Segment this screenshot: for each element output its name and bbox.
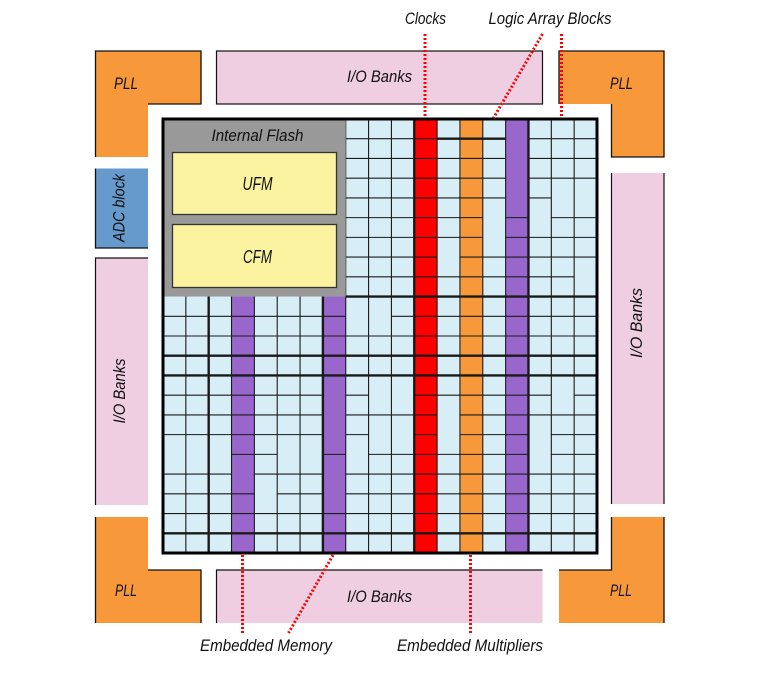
io-bank-bottom-label: I/O Banks [347, 587, 412, 606]
core-border [161, 117, 599, 555]
pll-bottom-right: PLL [559, 517, 665, 623]
pll-top-left-outline [94, 50, 202, 157]
callout-embedded-memory: Embedded Memory [200, 554, 335, 655]
callout-logic-array-blocks: Logic Array Blocks [489, 9, 612, 119]
io-bank-left: I/O Banks [94, 257, 148, 505]
io-bank-bottom: I/O Banks [215, 569, 543, 623]
io-bank-right-outline [610, 173, 665, 504]
internal-flash-label: Internal Flash [212, 126, 304, 145]
io-bank-left-shape [95, 258, 148, 505]
adc-block-outline [94, 168, 148, 249]
io-bank-top-label: I/O Banks [347, 67, 412, 86]
pll-bottom-left-outline [94, 517, 202, 623]
pll-top-right: PLL [558, 50, 665, 158]
io-bank-right: I/O Banks [610, 173, 665, 504]
ufm-block-shape [171, 151, 338, 216]
cfm-label: CFM [243, 247, 272, 267]
io-bank-right-label: I/O Banks [627, 288, 646, 358]
logic-array-blocks-label: Logic Array Blocks [489, 9, 612, 28]
clocks-label: Clocks [405, 9, 446, 28]
pll-top-right-label: PLL [610, 74, 633, 93]
pll-bottom-left-label: PLL [115, 581, 137, 600]
pll-bottom-right-label: PLL [610, 581, 632, 600]
io-bank-top-shape [215, 50, 544, 105]
memory-column [231, 296, 255, 553]
pll-top-left: PLL [94, 50, 202, 157]
memory-column [322, 296, 346, 553]
embedded-memory-label: Embedded Memory [200, 636, 333, 655]
callout-embedded-multipliers: Embedded Multipliers [397, 555, 543, 655]
pll-top-right-outline [558, 50, 665, 158]
pll-top-left-label: PLL [114, 74, 138, 93]
cfm-block-shape [171, 223, 338, 289]
ufm-label: UFM [243, 174, 273, 194]
io-bank-left-outline [94, 257, 148, 505]
logic-array-blocks-pointer-diagonal [492, 33, 544, 119]
adc-block: ADC block [94, 168, 148, 249]
ufm-block: UFM [171, 151, 338, 216]
cfm-block: CFM [171, 223, 338, 289]
adc-block-label: ADC block [110, 173, 129, 243]
embedded-multipliers-label: Embedded Multipliers [397, 636, 543, 655]
embedded-memory-pointer-diagonal [287, 554, 335, 634]
io-bank-left-label: I/O Banks [110, 358, 129, 423]
pll-bottom-right-outline [559, 517, 665, 623]
io-bank-top: I/O Banks [215, 50, 544, 105]
pll-bottom-left: PLL [94, 517, 202, 623]
callout-clocks: Clocks [405, 9, 446, 118]
internal-flash: Internal Flash UFM CFM [163, 119, 346, 297]
io-bank-bottom-shape [216, 570, 543, 623]
adc-block-shape [95, 168, 148, 248]
io-bank-bottom-outline [215, 569, 543, 623]
io-bank-right-shape [611, 173, 664, 504]
